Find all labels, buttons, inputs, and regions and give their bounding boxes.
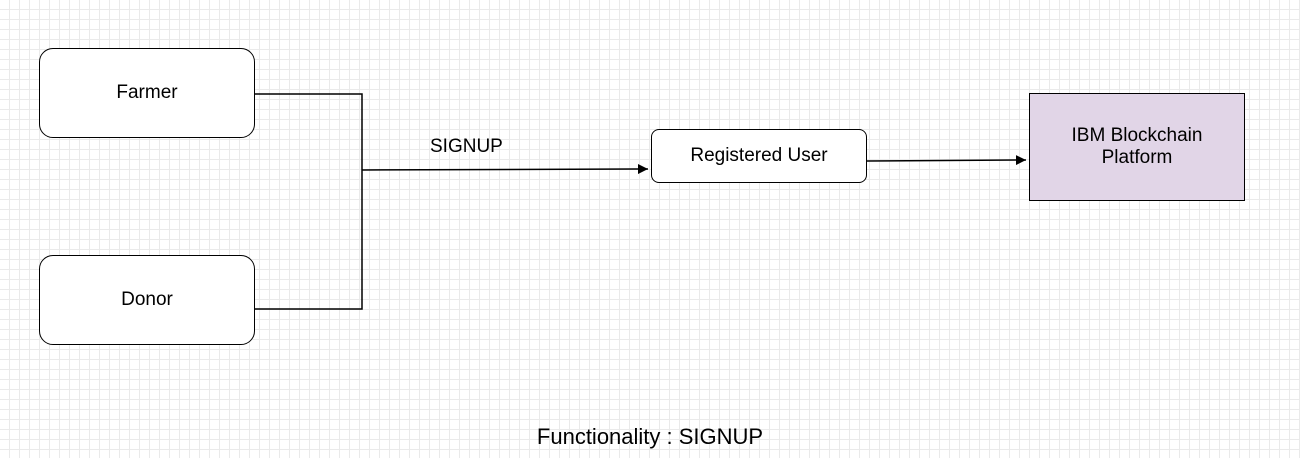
donor-label: Donor	[121, 289, 173, 310]
signup-arrow	[361, 164, 649, 175]
diagram-caption: Functionality : SIGNUP	[536, 424, 764, 449]
donor-connector	[255, 170, 363, 310]
donor-node[interactable]: Donor	[39, 255, 255, 345]
platform-arrow	[866, 155, 1027, 166]
farmer-node[interactable]: Farmer	[39, 48, 255, 138]
registered-user-label: Registered User	[690, 145, 828, 166]
registered-user-node[interactable]: Registered User	[651, 129, 867, 183]
farmer-label: Farmer	[116, 82, 178, 103]
signup-edge-label: SIGNUP	[430, 136, 503, 157]
ibm-blockchain-platform-node[interactable]: IBM Blockchain Platform	[1029, 93, 1245, 201]
ibm-blockchain-platform-label: IBM Blockchain Platform	[1071, 125, 1203, 168]
farmer-connector	[255, 93, 363, 170]
